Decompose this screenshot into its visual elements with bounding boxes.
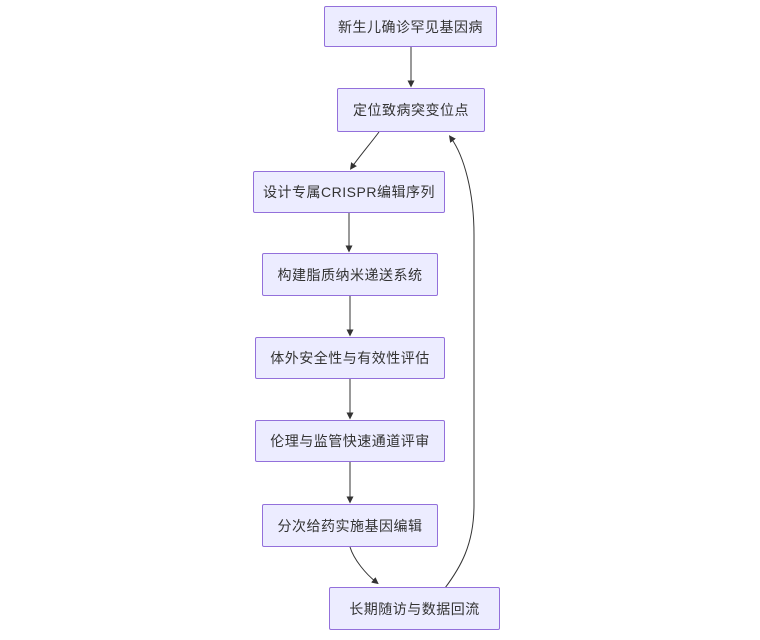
node-locate-mutation: 定位致病突变位点 [337,88,485,132]
node-label: 新生儿确诊罕见基因病 [338,18,483,35]
node-invitro-evaluation: 体外安全性与有效性评估 [255,337,445,379]
node-label: 定位致病突变位点 [353,102,469,118]
edge-h-b-feedback-loop [444,135,475,589]
node-design-crispr: 设计专属CRISPR编辑序列 [253,171,445,213]
node-label: 设计专属CRISPR编辑序列 [263,184,435,200]
node-label: 长期随访与数据回流 [349,600,480,617]
node-label: 体外安全性与有效性评估 [270,350,430,366]
node-label: 伦理与监管快速通道评审 [270,433,430,449]
edge-g-h [349,546,379,585]
node-newborn-diagnosis: 新生儿确诊罕见基因病 [324,6,497,47]
node-ethics-review: 伦理与监管快速通道评审 [255,420,445,462]
node-build-lnp-delivery: 构建脂质纳米递送系统 [262,253,438,296]
edge-b-c [349,131,380,170]
node-dosed-gene-editing: 分次给药实施基因编辑 [262,504,438,547]
node-label: 构建脂质纳米递送系统 [277,266,423,283]
node-label: 分次给药实施基因编辑 [277,517,423,534]
node-longterm-followup: 长期随访与数据回流 [329,587,500,630]
